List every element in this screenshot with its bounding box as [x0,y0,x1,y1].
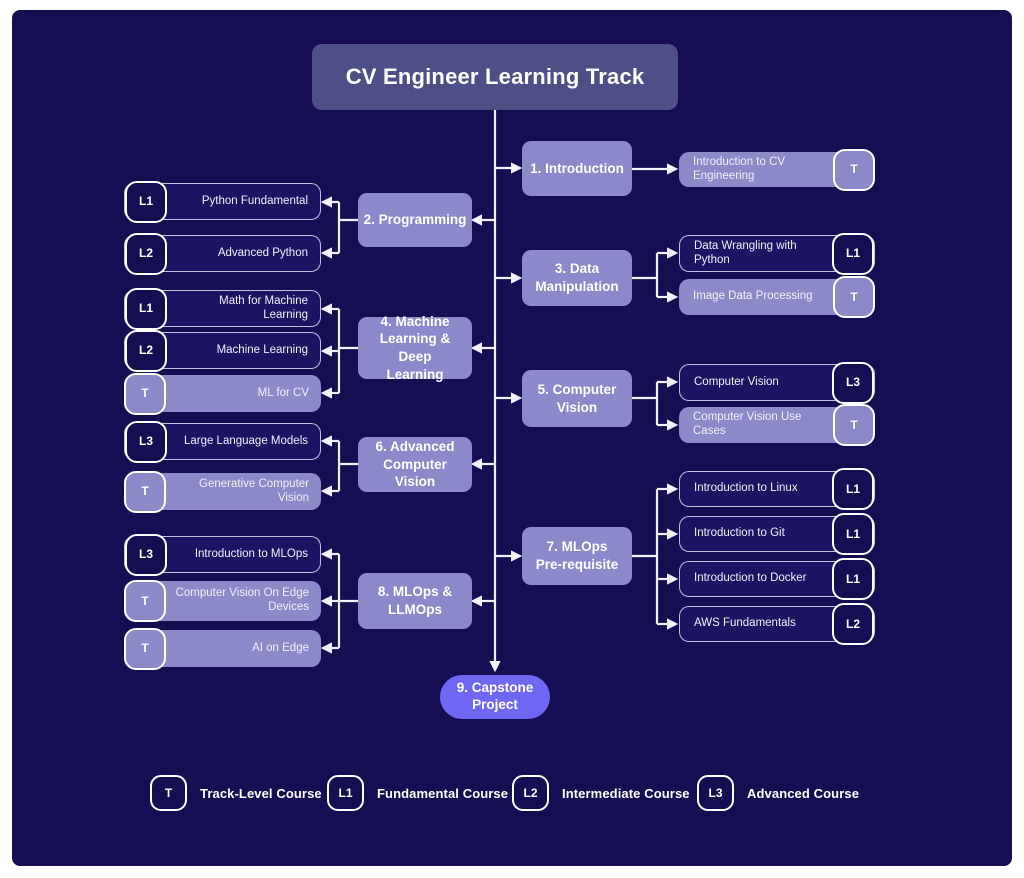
level-badge: L1 [832,513,874,555]
level-badge: T [124,580,166,622]
level-badge: T [833,276,875,318]
course-label: Computer Vision On Edge Devices [175,587,309,613]
course-label: Advanced Python [217,246,308,259]
level-badge: L1 [832,468,874,510]
legend-fundamental: L1 Fundamental Course [327,775,508,811]
course-label: Introduction to Linux [694,482,798,495]
course-label: Generative Computer Vision [199,477,309,504]
level-badge: L2 [125,232,167,275]
course-advanced-python: L2 Advanced Python [124,232,321,275]
level-badge: L1 [832,232,874,275]
course-label: Computer Vision Use Cases [693,411,802,437]
course-python-fundamental: L1 Python Fundamental [124,180,321,223]
level-badge: T [833,148,875,191]
legend-intermediate: L2 Intermediate Course [512,775,690,811]
course-ai-on-edge: T AI on Edge [124,627,321,670]
course-cv-on-edge-devices: T Computer Vision On Edge Devices [124,580,321,622]
course-label: Machine Learning [216,343,308,356]
course-aws-fundamentals: AWS Fundamentals L2 [679,603,875,645]
course-label: AWS Fundamentals [694,617,796,630]
course-label: Introduction to MLOps [194,547,308,560]
course-ml-for-cv: T ML for CV [124,372,321,415]
course-label: Math for Machine Learning [219,294,308,321]
legend-label: Fundamental Course [377,785,509,801]
legend-label: Advanced Course [747,785,860,801]
legend-label: Intermediate Course [562,785,690,801]
stage-mlops-prerequisite: 7. MLOps Pre-requisite [522,527,632,585]
course-label: Image Data Processing [693,290,813,303]
legend-badge-l3: L3 [697,775,734,811]
course-introduction-to-cv-engineering: Introduction to CV Engineering T [679,148,875,191]
stage-data-manipulation: 3. Data Manipulation [522,250,632,306]
stage-advanced-cv: 6. Advanced Computer Vision [358,437,472,492]
course-computer-vision: Computer Vision L3 [679,361,875,404]
course-introduction-to-docker: Introduction to Docker L1 [679,558,875,600]
course-label: Introduction to Git [694,527,785,540]
level-badge: L3 [125,420,167,463]
course-large-language-models: L3 Large Language Models [124,420,321,463]
level-badge: T [124,627,166,670]
level-badge: T [124,372,166,415]
course-label: ML for CV [257,386,309,399]
capstone-project-node: 9. Capstone Project [440,675,550,719]
level-badge: L3 [832,361,874,404]
course-label: Introduction to Docker [694,572,807,585]
level-badge: L2 [125,329,167,372]
course-introduction-to-mlops: L3 Introduction to MLOps [124,533,321,576]
course-machine-learning: L2 Machine Learning [124,329,321,372]
level-badge: T [124,470,166,513]
stage-computer-vision: 5. Computer Vision [522,370,632,427]
legend-badge-l1: L1 [327,775,364,811]
legend-badge-l2: L2 [512,775,549,811]
course-label: Introduction to CV Engineering [693,155,786,182]
course-generative-cv: T Generative Computer Vision [124,470,321,513]
course-math-for-ml: L1 Math for Machine Learning [124,287,321,330]
level-badge: L2 [832,603,874,645]
course-data-wrangling-with-python: Data Wrangling with Python L1 [679,232,875,275]
course-label: Computer Vision [694,375,779,388]
course-introduction-to-git: Introduction to Git L1 [679,513,875,555]
legend-badge-t: T [150,775,187,811]
stage-introduction: 1. Introduction [522,141,632,196]
diagram-title: CV Engineer Learning Track [312,44,678,110]
legend-label: Track-Level Course [200,785,322,801]
course-introduction-to-linux: Introduction to Linux L1 [679,468,875,510]
level-badge: L1 [832,558,874,600]
stage-programming: 2. Programming [358,193,472,247]
course-computer-vision-use-cases: Computer Vision Use Cases T [679,404,875,446]
level-badge: L1 [125,180,167,223]
course-label: AI on Edge [252,641,309,654]
level-badge: L3 [125,533,167,576]
course-label: Python Fundamental [201,194,308,207]
level-badge: L1 [125,287,167,330]
stage-mlops-llmops: 8. MLOps & LLMOps [358,573,472,629]
level-badge: T [833,404,875,446]
course-label: Large Language Models [183,434,308,447]
stage-machine-learning: 4. Machine Learning & Deep Learning [358,314,472,382]
course-image-data-processing: Image Data Processing T [679,276,875,318]
legend-track-level: T Track-Level Course [150,775,322,811]
legend-advanced: L3 Advanced Course [697,775,859,811]
course-label: Data Wrangling with Python [694,239,797,266]
